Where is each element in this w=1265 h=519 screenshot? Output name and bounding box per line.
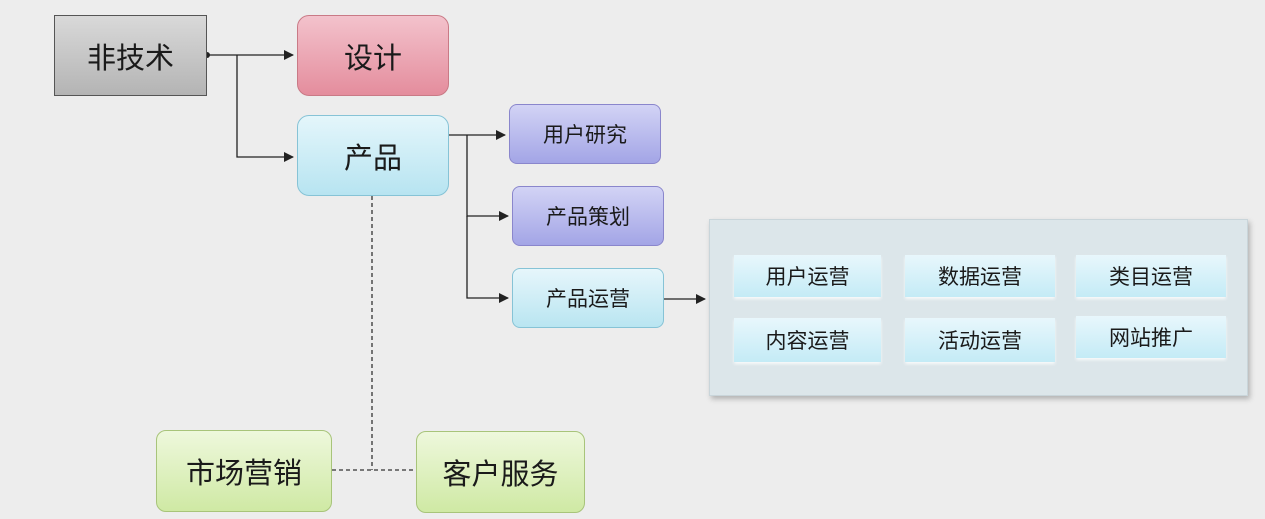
connector-root-product [236,55,294,162]
ops-item-website-promotion: 网站推广 [1076,316,1226,358]
node-product-label: 产品 [343,140,402,175]
node-user-research: 用户研究 [509,104,661,164]
ops-item-label: 网站推广 [1109,326,1193,350]
operations-panel: 用户运营 数据运营 类目运营 内容运营 活动运营 网站推广 [709,219,1248,396]
node-product-planning: 产品策划 [512,186,664,246]
node-user-research-label: 用户研究 [543,123,627,147]
node-non-technical-label: 非技术 [86,40,174,75]
ops-item-event-operations: 活动运营 [905,318,1055,362]
ops-item-content-operations: 内容运营 [734,318,881,362]
connector-product-ops [466,216,509,303]
node-marketing-label: 市场营销 [185,456,302,490]
ops-item-label: 数据运营 [938,265,1022,289]
node-non-technical: 非技术 [54,15,207,96]
ops-item-label: 活动运营 [938,329,1022,353]
node-customer-service-label: 客户服务 [442,457,559,491]
ops-item-label: 类目运营 [1109,265,1193,289]
node-product-operations-label: 产品运营 [546,287,630,311]
connector-product-planning [466,135,509,221]
node-product: 产品 [297,115,449,196]
ops-item-label: 内容运营 [765,329,850,353]
node-design: 设计 [297,15,449,96]
ops-item-label: 用户运营 [765,265,850,289]
node-customer-service: 客户服务 [416,431,585,513]
node-product-operations: 产品运营 [512,268,664,328]
node-marketing: 市场营销 [156,430,332,512]
node-design-label: 设计 [343,40,402,75]
ops-item-category-operations: 类目运营 [1076,255,1226,297]
ops-item-user-operations: 用户运营 [734,255,881,297]
ops-item-data-operations: 数据运营 [905,255,1055,297]
node-product-planning-label: 产品策划 [546,205,630,229]
